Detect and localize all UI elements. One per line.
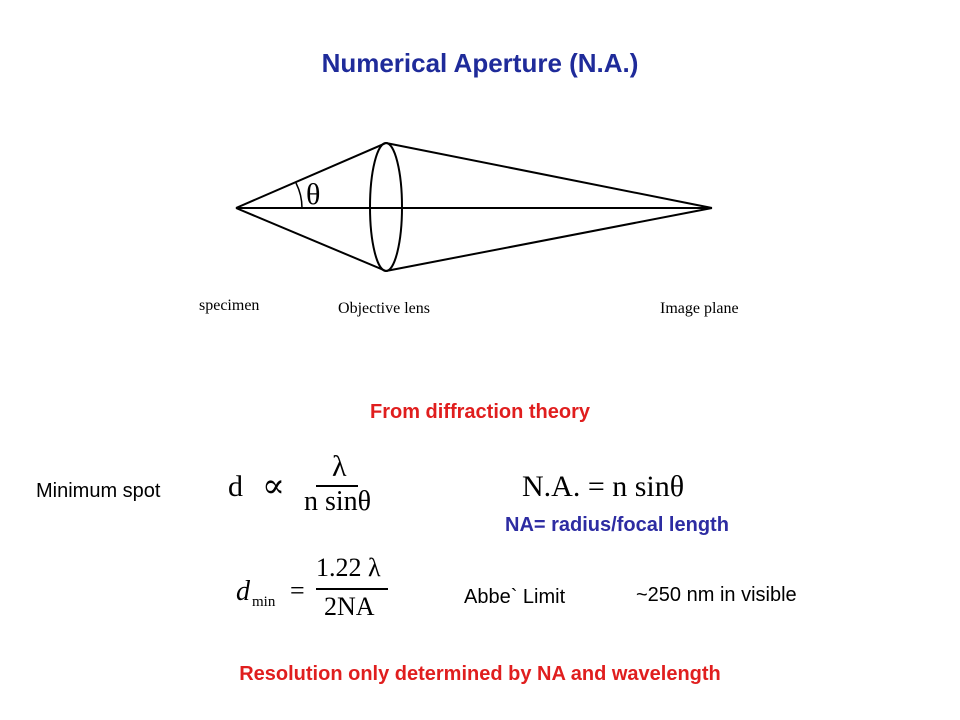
label-objective-lens: Objective lens (338, 300, 430, 317)
dmin-subscript: min (252, 594, 276, 610)
abbe-limit-label: Abbe` Limit (464, 586, 566, 608)
abbe-limit-value: ~250 nm in visible (636, 584, 797, 606)
theta-symbol: θ (306, 178, 321, 211)
label-image-plane: Image plane (660, 300, 739, 317)
abbe-denominator: 2NA (324, 592, 375, 621)
ray-specimen-upper (235, 142, 387, 209)
fraction-denominator: n sinθ (304, 486, 372, 517)
dmin-base: d (236, 576, 250, 607)
abbe-fraction-bar (316, 588, 388, 590)
label-specimen: specimen (199, 297, 260, 314)
angle-arc (295, 182, 303, 209)
fraction-bar (316, 485, 358, 487)
ray-image-lower (385, 207, 713, 272)
conclusion-text: Resolution only determined by NA and wav… (239, 663, 721, 685)
wavelength-numerator: λ (332, 450, 347, 483)
abbe-equals: = (290, 576, 305, 605)
objective-lens (369, 142, 403, 272)
na-definition: NA= radius/focal length (505, 514, 729, 536)
ray-image-upper (385, 142, 713, 209)
diffraction-heading: From diffraction theory (369, 401, 590, 423)
slide-title: Numerical Aperture (N.A.) (321, 48, 639, 78)
ray-specimen-lower (235, 207, 387, 272)
proportional-symbol: ∝ (262, 468, 286, 505)
abbe-numerator: 1.22 λ (316, 553, 381, 582)
spot-size-symbol: d (228, 470, 243, 503)
minimum-spot-label: Minimum spot (36, 480, 161, 502)
na-formula: N.A. = n sinθ (522, 470, 685, 503)
